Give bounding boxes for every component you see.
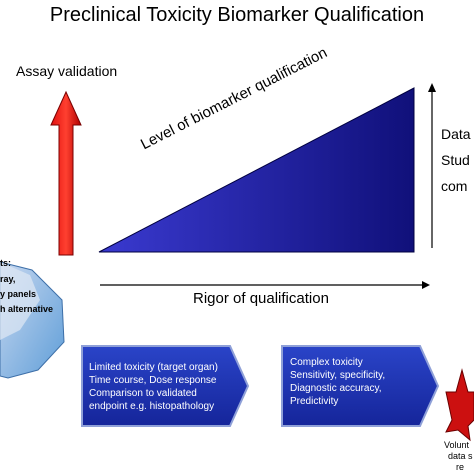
limited-toxicity-box <box>81 345 250 427</box>
volunteer-text-2: data s <box>448 451 473 461</box>
left-partial-text-1: ts: <box>0 258 11 268</box>
rigor-of-qualification-label: Rigor of qualification <box>193 290 329 307</box>
left-partial-text-4: h alternative <box>0 304 54 314</box>
box2-line-3: Diagnostic accuracy, <box>290 383 382 394</box>
box2-line-1: Complex toxicity <box>290 357 363 368</box>
right-vertical-arrow-head <box>428 83 436 92</box>
right-partial-text-3: com <box>441 178 468 194</box>
box1-line-3: Comparison to validated <box>89 388 197 399</box>
left-partial-text-2: ray, <box>0 274 16 284</box>
rigor-arrow-head <box>422 281 430 289</box>
box1-line-4: endpoint e.g. histopathology <box>89 401 215 412</box>
box1-line-2: Time course, Dose response <box>89 375 217 386</box>
left-partial-text-3: y panels <box>0 289 37 299</box>
star-icon <box>445 368 474 442</box>
box1-line-1: Limited toxicity (target organ) <box>89 362 218 373</box>
box2-line-4: Predictivity <box>290 396 339 407</box>
volunteer-text-3: re <box>456 462 465 472</box>
assay-validation-arrow <box>50 90 82 256</box>
box2-line-2: Sensitivity, specificity, <box>290 370 386 381</box>
page-title: Preclinical Toxicity Biomarker Qualifica… <box>49 4 425 26</box>
left-data-polygon-shade <box>0 262 40 340</box>
complex-toxicity-box <box>281 345 440 427</box>
volunteer-text-1: Volunt <box>444 440 470 450</box>
qualification-triangle <box>98 87 415 253</box>
assay-validation-label: Assay validation <box>16 63 118 79</box>
right-partial-text-1: Data <box>441 126 471 142</box>
right-partial-text-2: Stud <box>441 152 470 168</box>
